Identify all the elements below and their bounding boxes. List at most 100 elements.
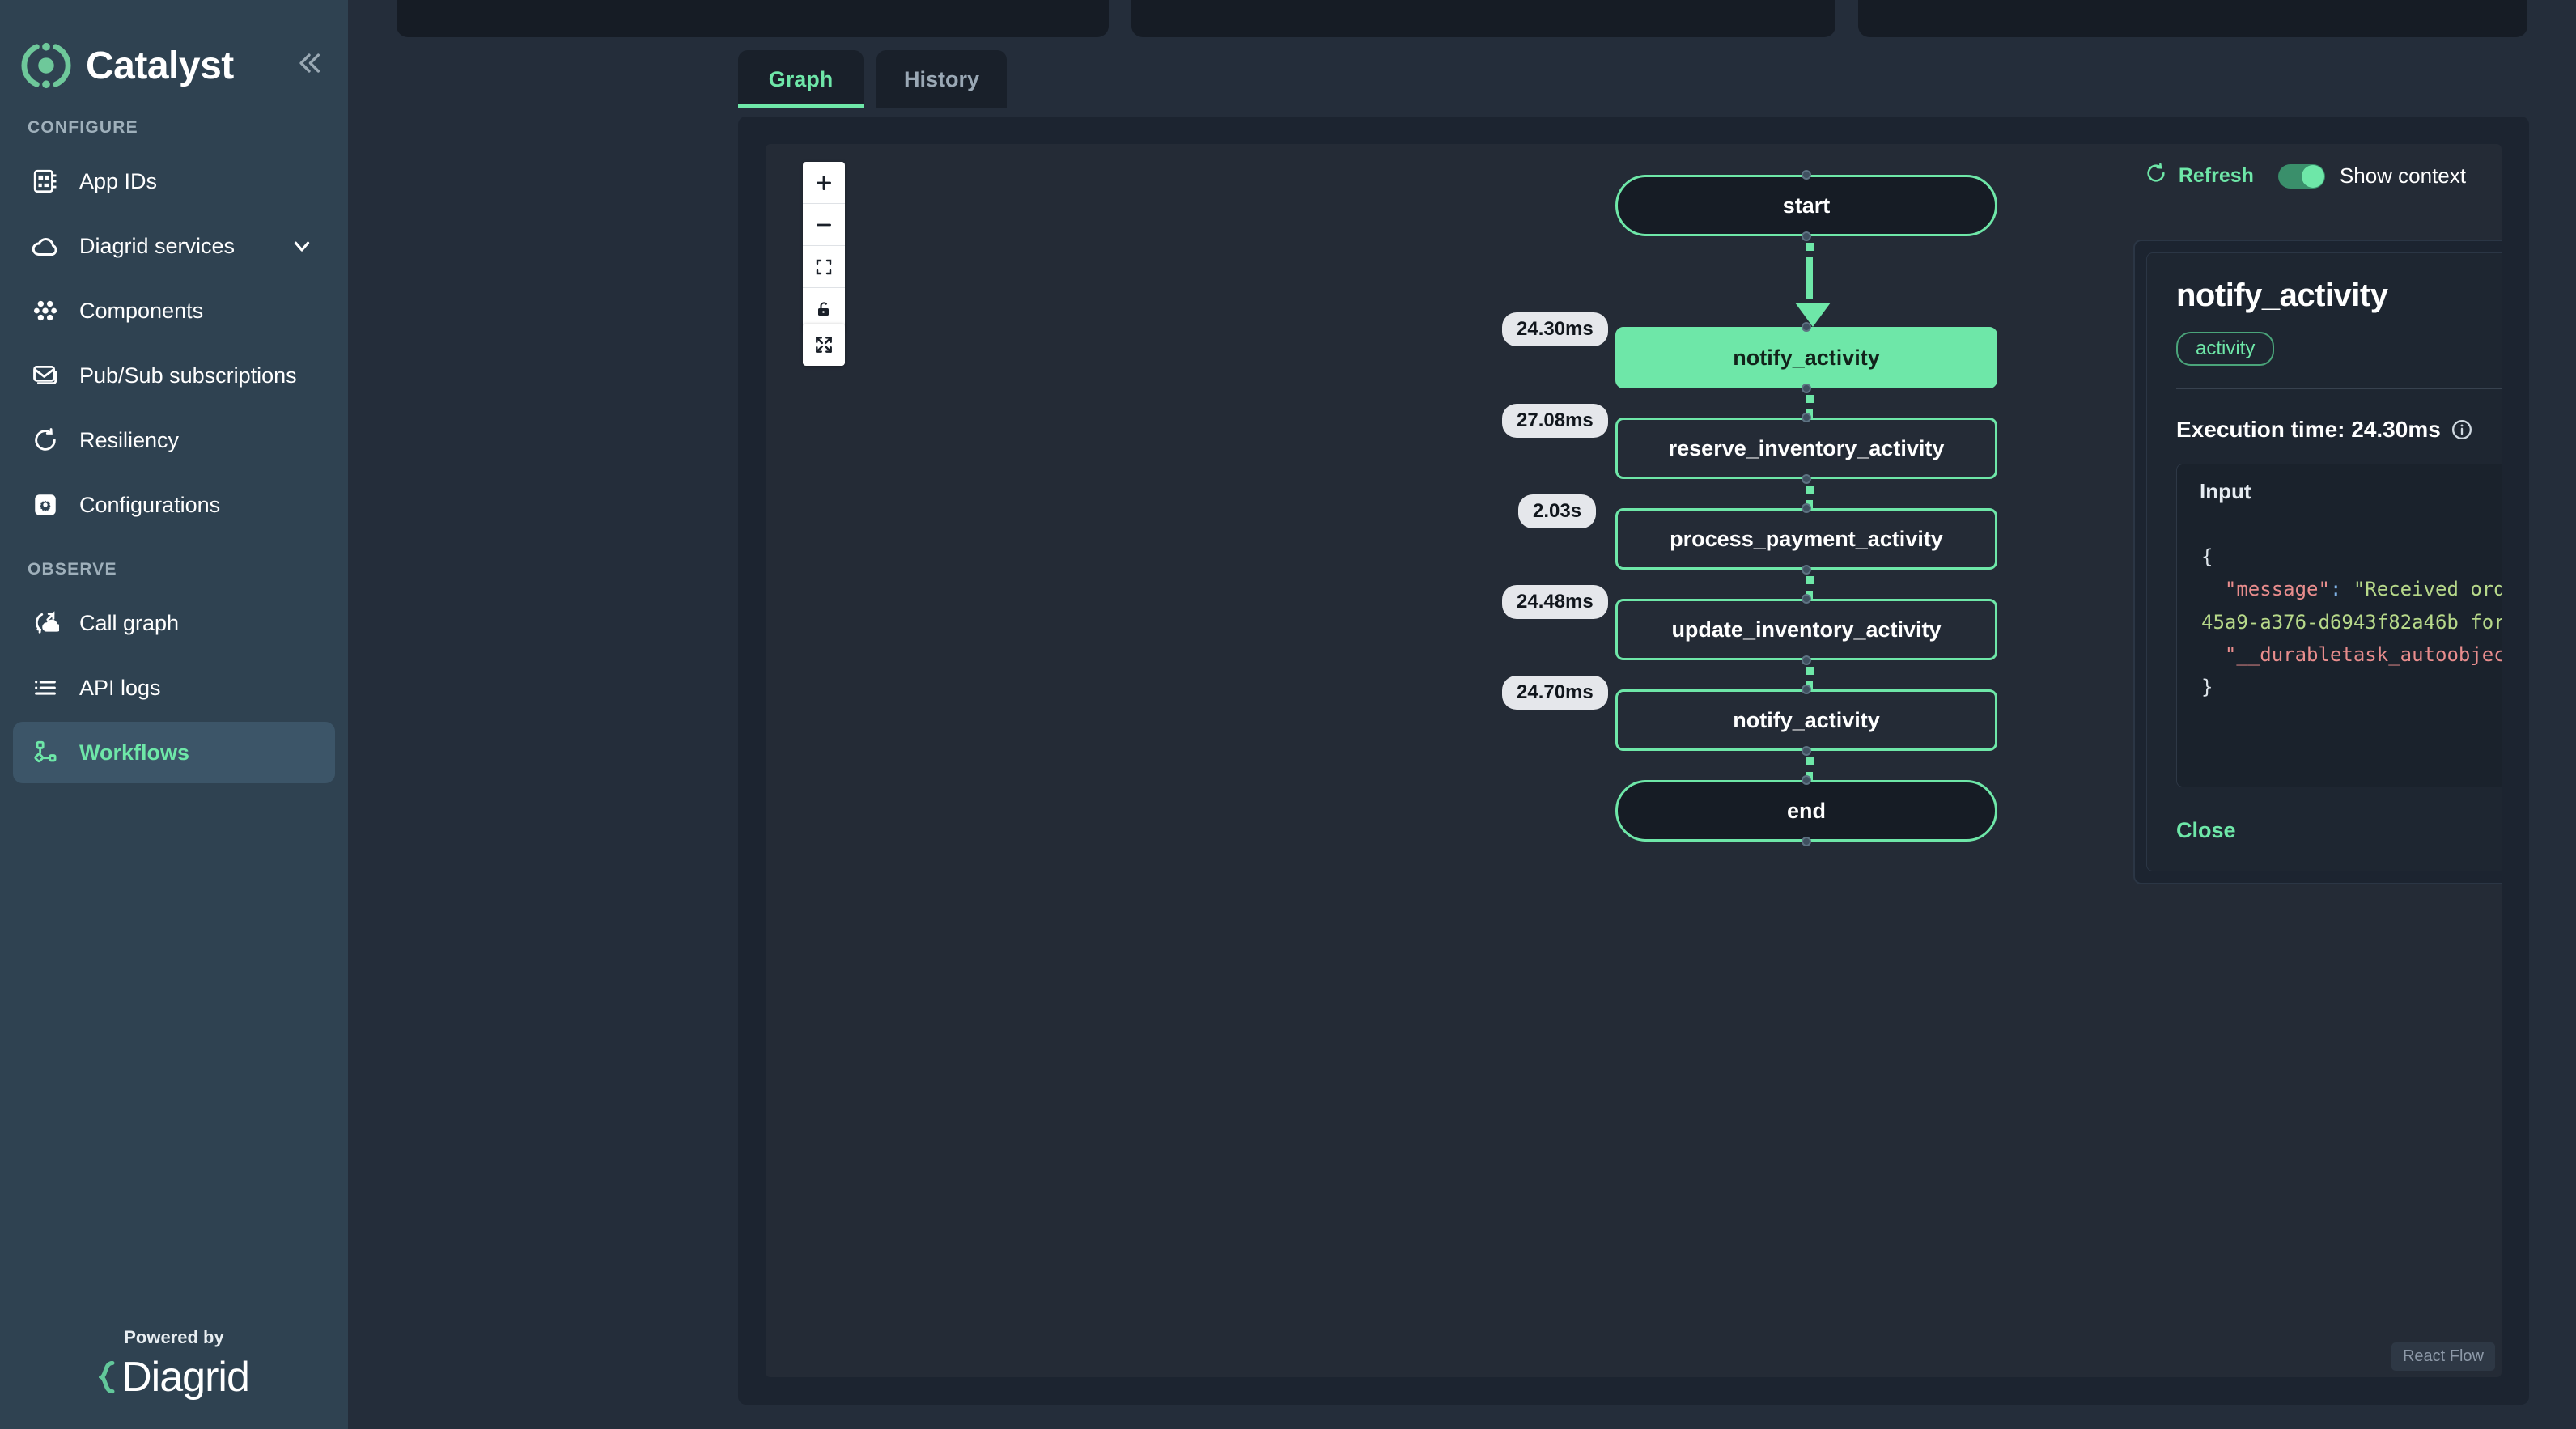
input-json-body: { "message": "Received order 127135e9-44… xyxy=(2177,519,2502,787)
edge-dot xyxy=(1806,576,1814,584)
close-button[interactable]: Close xyxy=(2176,818,2236,842)
tab-graph[interactable]: Graph xyxy=(738,50,864,108)
nav-section-observe: OBSERVE xyxy=(28,560,117,579)
graph-canvas[interactable]: Refresh Show context start xyxy=(766,144,2502,1377)
main-content: Graph History xyxy=(348,0,2576,1429)
node-handle-top xyxy=(1802,322,1811,332)
graph-node-notify-activity-1[interactable]: notify_activity xyxy=(1615,322,1997,393)
node-detail-panel: notify_activity activity Execution time:… xyxy=(2133,240,2502,884)
edge-dot xyxy=(1806,243,1814,251)
graph-node-end[interactable]: end xyxy=(1615,775,1997,846)
node-duration-badge: 27.08ms xyxy=(1502,404,1608,438)
node-handle-bottom xyxy=(1802,837,1811,846)
edge-dot xyxy=(1806,667,1814,675)
summary-card xyxy=(397,0,1109,37)
tab-history[interactable]: History xyxy=(876,50,1008,108)
edge-dot xyxy=(1806,757,1814,765)
info-circle-icon[interactable] xyxy=(2451,418,2473,441)
sidebar-item-label: Workflows xyxy=(79,740,190,765)
sidebar: Catalyst CONFIGURE App IDs xyxy=(0,0,348,1429)
node-handle-top xyxy=(1802,503,1811,513)
sidebar-item-configurations[interactable]: Configurations xyxy=(13,474,335,536)
graph-node-start[interactable]: start xyxy=(1615,170,1997,241)
summary-card xyxy=(1858,0,2527,37)
gear-icon xyxy=(29,489,62,521)
catalyst-orbit-logo-icon xyxy=(21,40,71,91)
zoom-out-button[interactable] xyxy=(803,204,845,246)
node-handle-bottom xyxy=(1802,565,1811,575)
node-handle-top xyxy=(1802,594,1811,604)
node-handle-top xyxy=(1802,413,1811,422)
divider xyxy=(2176,388,2502,389)
status-badge: activity xyxy=(2176,332,2275,366)
input-label: Input xyxy=(2200,479,2251,503)
tab-bar: Graph History xyxy=(348,37,2576,108)
refresh-button[interactable]: Refresh xyxy=(2145,162,2254,190)
call-graph-icon xyxy=(29,607,62,639)
refresh-circle-icon xyxy=(29,424,62,456)
detail-panel-title: notify_activity xyxy=(2176,278,2388,313)
execution-time-row: Execution time: 24.30ms xyxy=(2176,417,2502,443)
sidebar-item-resiliency[interactable]: Resiliency xyxy=(13,409,335,471)
execution-time-label: Execution time: 24.30ms xyxy=(2176,417,2441,442)
diagrid-wordmark-icon: Diagrid xyxy=(99,1353,250,1401)
sidebar-item-workflows[interactable]: Workflows xyxy=(13,722,335,783)
cloud-icon xyxy=(29,230,62,262)
edge-arrow xyxy=(1795,303,1831,327)
sidebar-item-api-logs[interactable]: API logs xyxy=(13,657,335,719)
node-handle-bottom xyxy=(1802,746,1811,756)
sidebar-item-call-graph[interactable]: Call graph xyxy=(13,592,335,654)
summary-cards-row xyxy=(348,0,2576,37)
node-handle-bottom xyxy=(1802,655,1811,665)
sidebar-item-pubsub-subscriptions[interactable]: Pub/Sub subscriptions xyxy=(13,345,335,406)
graph-node-process-payment-activity[interactable]: process_payment_activity xyxy=(1615,503,1997,575)
node-label: reserve_inventory_activity xyxy=(1668,435,1945,460)
edge-dot xyxy=(1806,395,1814,403)
toggle-knob xyxy=(2301,164,2324,188)
sidebar-item-label: Pub/Sub subscriptions xyxy=(79,363,297,388)
node-handle-top xyxy=(1802,685,1811,694)
sidebar-item-components[interactable]: Components xyxy=(13,280,335,341)
envelope-icon xyxy=(29,359,62,392)
sidebar-item-label: App IDs xyxy=(79,168,158,193)
show-context-toggle-wrap: Show context xyxy=(2277,163,2466,189)
zoom-in-button[interactable] xyxy=(803,162,845,204)
fit-view-button[interactable] xyxy=(803,246,845,288)
node-label: start xyxy=(1782,193,1831,218)
node-handle-bottom xyxy=(1802,384,1811,393)
sidebar-item-label: Resiliency xyxy=(79,427,180,452)
input-code-card: Input Copy { "message": "Received order … xyxy=(2176,464,2502,787)
node-handle-top xyxy=(1802,170,1811,180)
powered-by-label: Powered by xyxy=(124,1327,224,1347)
sidebar-item-label: Configurations xyxy=(79,492,221,517)
nav-list-observe: Call graph API logs xyxy=(0,592,348,787)
node-detail-inner: notify_activity activity Execution time:… xyxy=(2146,252,2502,871)
show-context-label: Show context xyxy=(2339,163,2466,188)
brand-name: Catalyst xyxy=(86,44,234,87)
expand-arrows-icon[interactable] xyxy=(803,324,845,366)
node-duration-badge: 2.03s xyxy=(1518,494,1597,528)
sidebar-item-app-ids[interactable]: App IDs xyxy=(13,151,335,212)
node-duration-badge: 24.30ms xyxy=(1502,312,1608,346)
sidebar-item-label: Components xyxy=(79,298,204,323)
chevron-down-icon[interactable] xyxy=(290,234,314,258)
node-label: update_inventory_activity xyxy=(1671,617,1942,642)
brand[interactable]: Catalyst xyxy=(0,0,348,97)
node-handle-bottom xyxy=(1802,474,1811,484)
graph-node-reserve-inventory-activity[interactable]: reserve_inventory_activity xyxy=(1615,413,1997,484)
nav-list-configure: App IDs Diagrid services xyxy=(0,151,348,539)
unlock-icon[interactable] xyxy=(803,288,845,330)
graph-node-notify-activity-2[interactable]: notify_activity xyxy=(1615,685,1997,756)
json-brace-close: } xyxy=(2201,676,2213,699)
refresh-label: Refresh xyxy=(2178,164,2254,187)
sidebar-item-label: Call graph xyxy=(79,610,180,635)
list-icon xyxy=(29,672,62,704)
sidebar-item-diagrid-services[interactable]: Diagrid services xyxy=(13,215,335,277)
node-label: notify_activity xyxy=(1733,707,1880,732)
show-context-toggle[interactable] xyxy=(2277,163,2325,189)
diagrid-name: Diagrid xyxy=(121,1354,250,1401)
graph-node-update-inventory-activity[interactable]: update_inventory_activity xyxy=(1615,594,1997,665)
chevron-double-left-icon[interactable] xyxy=(293,47,325,79)
react-flow-attribution[interactable]: React Flow xyxy=(2391,1342,2495,1371)
